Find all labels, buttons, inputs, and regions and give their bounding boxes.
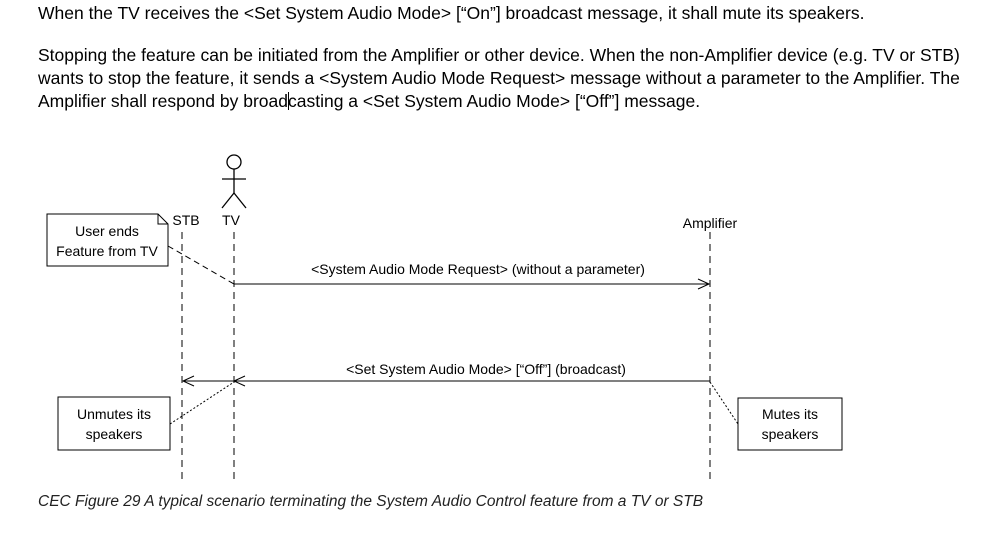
paragraph-text-part2: casting a <Set System Audio Mode> [“Off”… (288, 91, 701, 111)
note-user-ends-line2: Feature from TV (56, 243, 158, 259)
figure-caption: CEC Figure 29 A typical scenario termina… (38, 493, 704, 510)
lifeline-label-tv: TV (222, 212, 241, 228)
note-connector-mutes (709, 381, 739, 425)
text-cursor (288, 92, 289, 110)
note-mutes-line1: Mutes its (762, 406, 818, 422)
note-connector-user-ends (167, 245, 235, 285)
note-unmutes-speakers: Unmutes its speakers (57, 396, 171, 451)
paragraph-tv-mute: When the TV receives the <Set System Aud… (38, 3, 865, 23)
note-mutes-line2: speakers (762, 426, 819, 442)
note-user-ends: User ends Feature from TV (46, 213, 169, 267)
message-set-off-label: <Set System Audio Mode> [“Off”] (broadca… (346, 361, 626, 377)
arrowhead-left-stb-icon (181, 375, 195, 387)
lifeline-label-amplifier: Amplifier (683, 215, 738, 231)
message-request-label: <System Audio Mode Request> (without a p… (311, 261, 645, 277)
paragraph-stop-feature: Stopping the feature can be initiated fr… (38, 44, 968, 113)
note-user-ends-line1: User ends (75, 223, 139, 239)
note-connector-unmutes (169, 381, 235, 425)
paragraph-text-part1: Stopping the feature can be initiated fr… (38, 45, 960, 111)
actor-icon (221, 154, 247, 209)
note-unmutes-line2: speakers (86, 426, 143, 442)
note-mutes-speakers: Mutes its speakers (737, 397, 843, 451)
arrowhead-right-icon (697, 278, 711, 290)
lifeline-label-stb: STB (172, 212, 199, 228)
note-unmutes-line1: Unmutes its (77, 406, 151, 422)
arrowhead-left-tv-icon (232, 375, 246, 387)
